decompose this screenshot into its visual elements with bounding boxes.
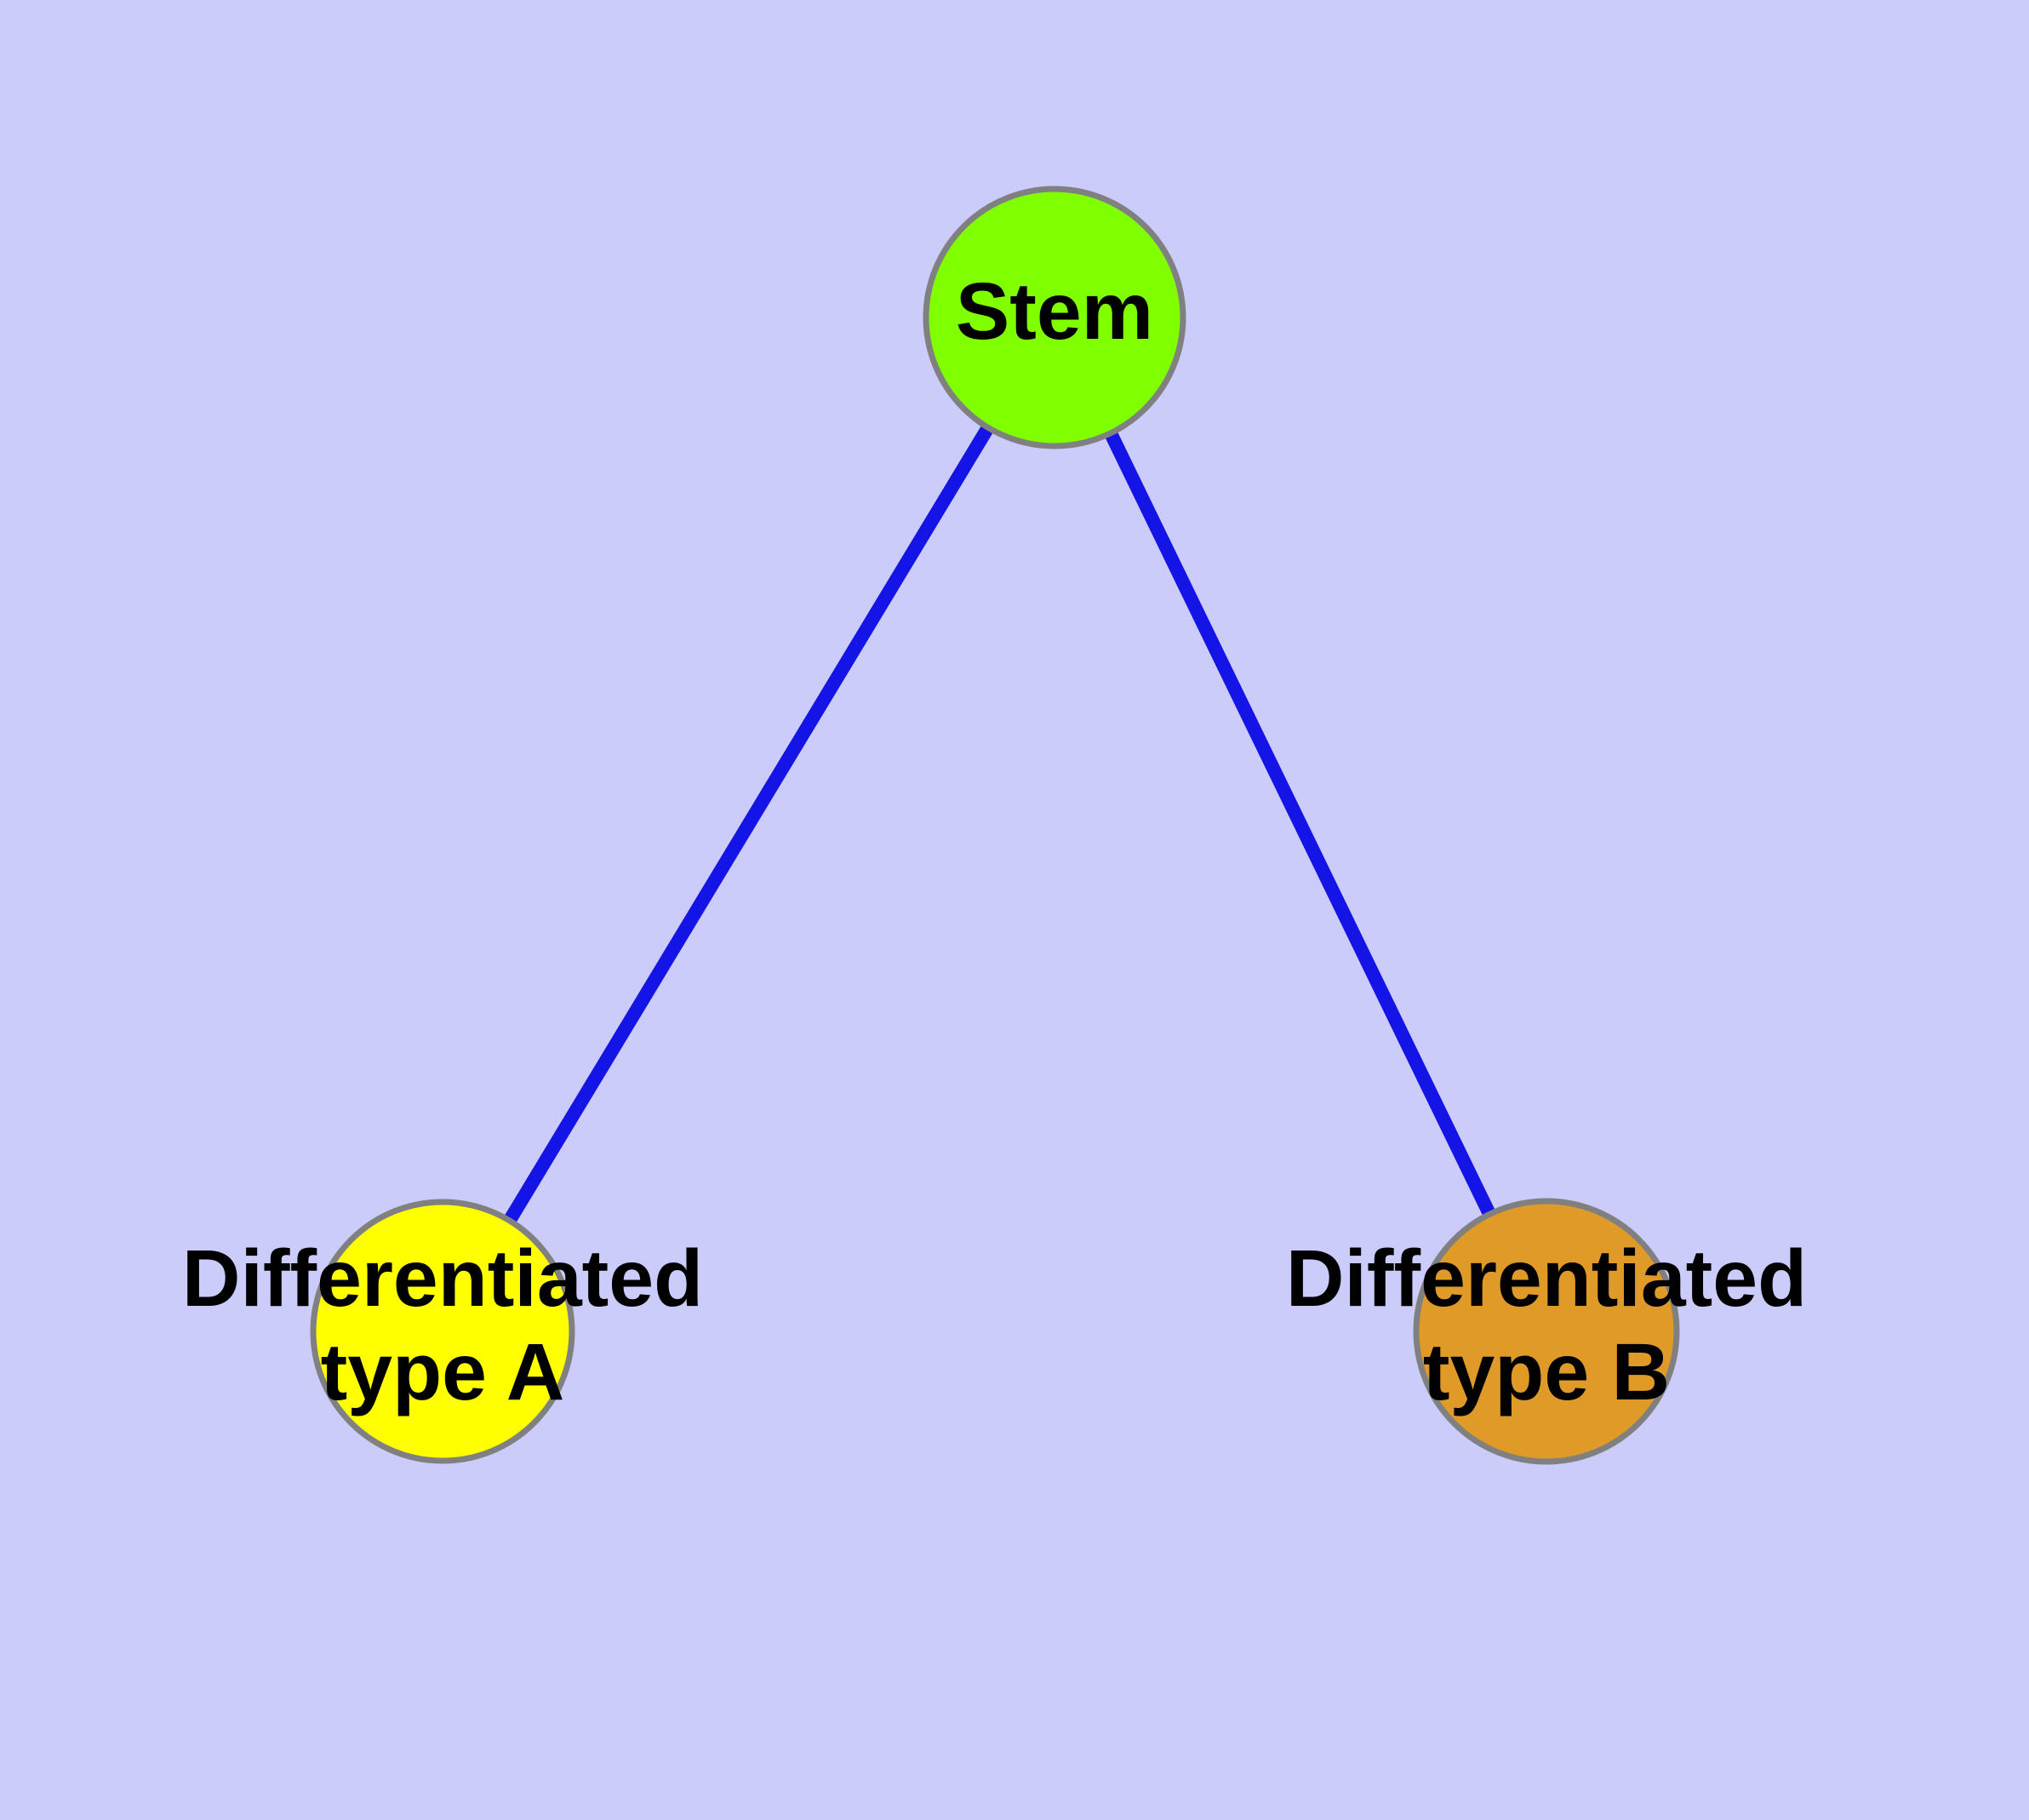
- node-circle-diff-a[interactable]: [310, 1199, 575, 1464]
- node-label-diff-b-line1: Differentiated: [1286, 1233, 1807, 1324]
- node-circle-diff-b[interactable]: [1413, 1198, 1680, 1465]
- node-circle-stem[interactable]: [923, 186, 1186, 449]
- node-label-stem: Stem: [956, 266, 1153, 357]
- label-layer: Stem Differentiated type A Differentiate…: [182, 266, 1807, 1417]
- node-stem[interactable]: [923, 186, 1186, 449]
- node-label-diff-b-line2: type B: [1423, 1327, 1670, 1417]
- node-diff-b[interactable]: [1413, 1198, 1680, 1465]
- edge-stem-to-diff-b[interactable]: [1048, 314, 1553, 1335]
- node-label-diff-a-line2: type A: [321, 1327, 565, 1417]
- node-label-diff-a-line1: Differentiated: [182, 1233, 703, 1324]
- node-diff-a[interactable]: [310, 1199, 575, 1464]
- edge-stem-to-diff-a[interactable]: [437, 313, 1060, 1336]
- edge-layer: [437, 313, 1553, 1336]
- node-layer: [310, 186, 1680, 1465]
